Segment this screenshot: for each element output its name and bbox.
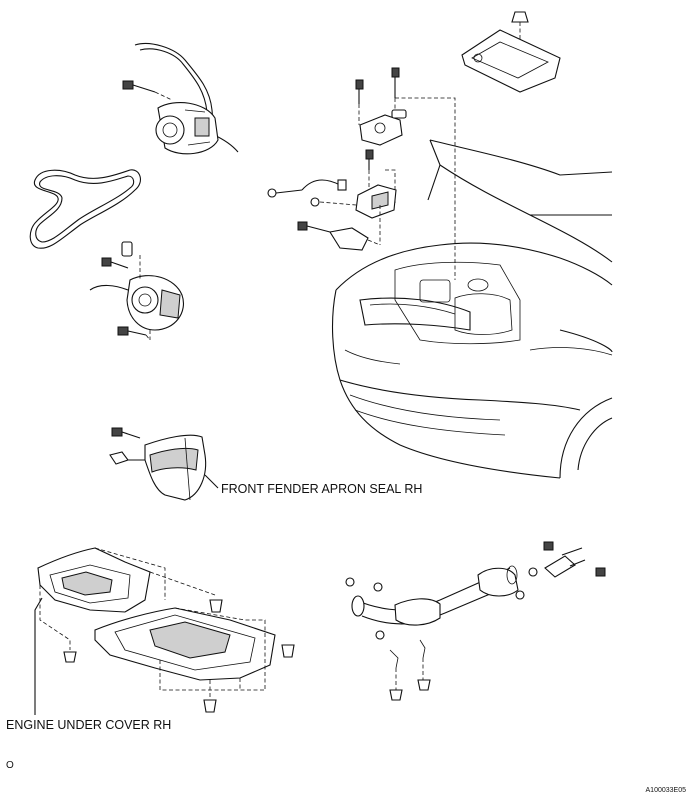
front-fender-apron-seal bbox=[109, 427, 219, 501]
vehicle-front-illustration bbox=[331, 139, 613, 479]
marker-label: O bbox=[6, 760, 14, 771]
engine-mount-brackets bbox=[267, 67, 456, 280]
front-fender-apron-seal-label: FRONT FENDER APRON SEAL RH bbox=[221, 482, 422, 496]
compressor-assembly bbox=[122, 42, 239, 155]
exhaust-pipe-assembly bbox=[345, 541, 606, 701]
battery-tray-cover bbox=[461, 11, 561, 93]
figure-code: A100033E05 bbox=[646, 787, 687, 794]
engine-under-cover-label: ENGINE UNDER COVER RH bbox=[6, 718, 171, 732]
drive-belt bbox=[29, 169, 141, 249]
engine-under-cover bbox=[34, 547, 295, 715]
generator-assembly bbox=[89, 241, 184, 341]
